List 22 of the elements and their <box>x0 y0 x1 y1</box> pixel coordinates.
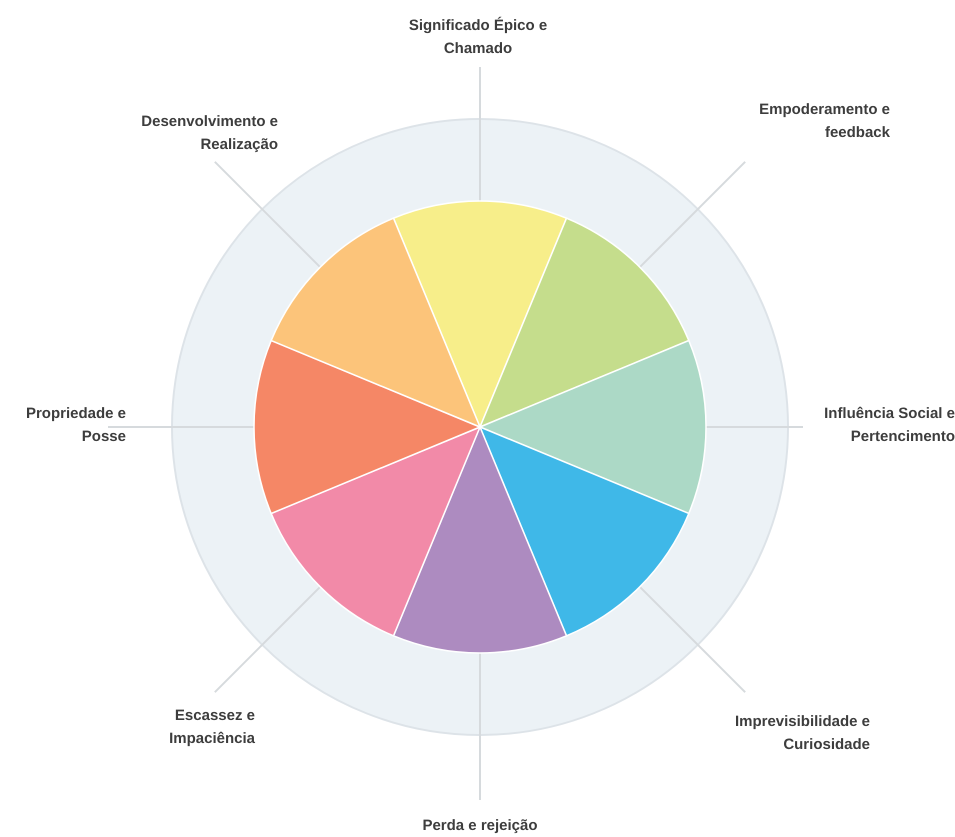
category-label: Empoderamento e feedback <box>758 100 890 143</box>
pie-wedge <box>392 426 568 654</box>
leader-line <box>479 653 481 800</box>
category-label: Desenvolvimento e Realização <box>140 112 278 155</box>
category-label: Propriedade e Posse <box>24 404 126 447</box>
pie-wedge <box>270 426 481 637</box>
leader-line <box>639 586 746 693</box>
leader-line <box>479 67 481 201</box>
pie-wedge <box>479 217 690 428</box>
pie-wedge <box>254 340 481 514</box>
pie-wedge <box>479 340 706 514</box>
category-label: Perda e rejeição <box>421 816 539 836</box>
leader-line <box>214 586 321 693</box>
category-label: Significado Épico e Chamado <box>408 16 548 59</box>
leader-line <box>639 161 746 268</box>
category-label: Imprevisibilidade e Curiosidade <box>734 712 870 755</box>
pie-wedge <box>479 426 690 637</box>
category-label: Influência Social e Pertencimento <box>823 404 955 447</box>
leader-line <box>214 161 321 268</box>
pie-wedge <box>270 217 481 428</box>
leader-line <box>108 426 254 428</box>
category-label: Escassez e Impaciência <box>168 706 255 749</box>
